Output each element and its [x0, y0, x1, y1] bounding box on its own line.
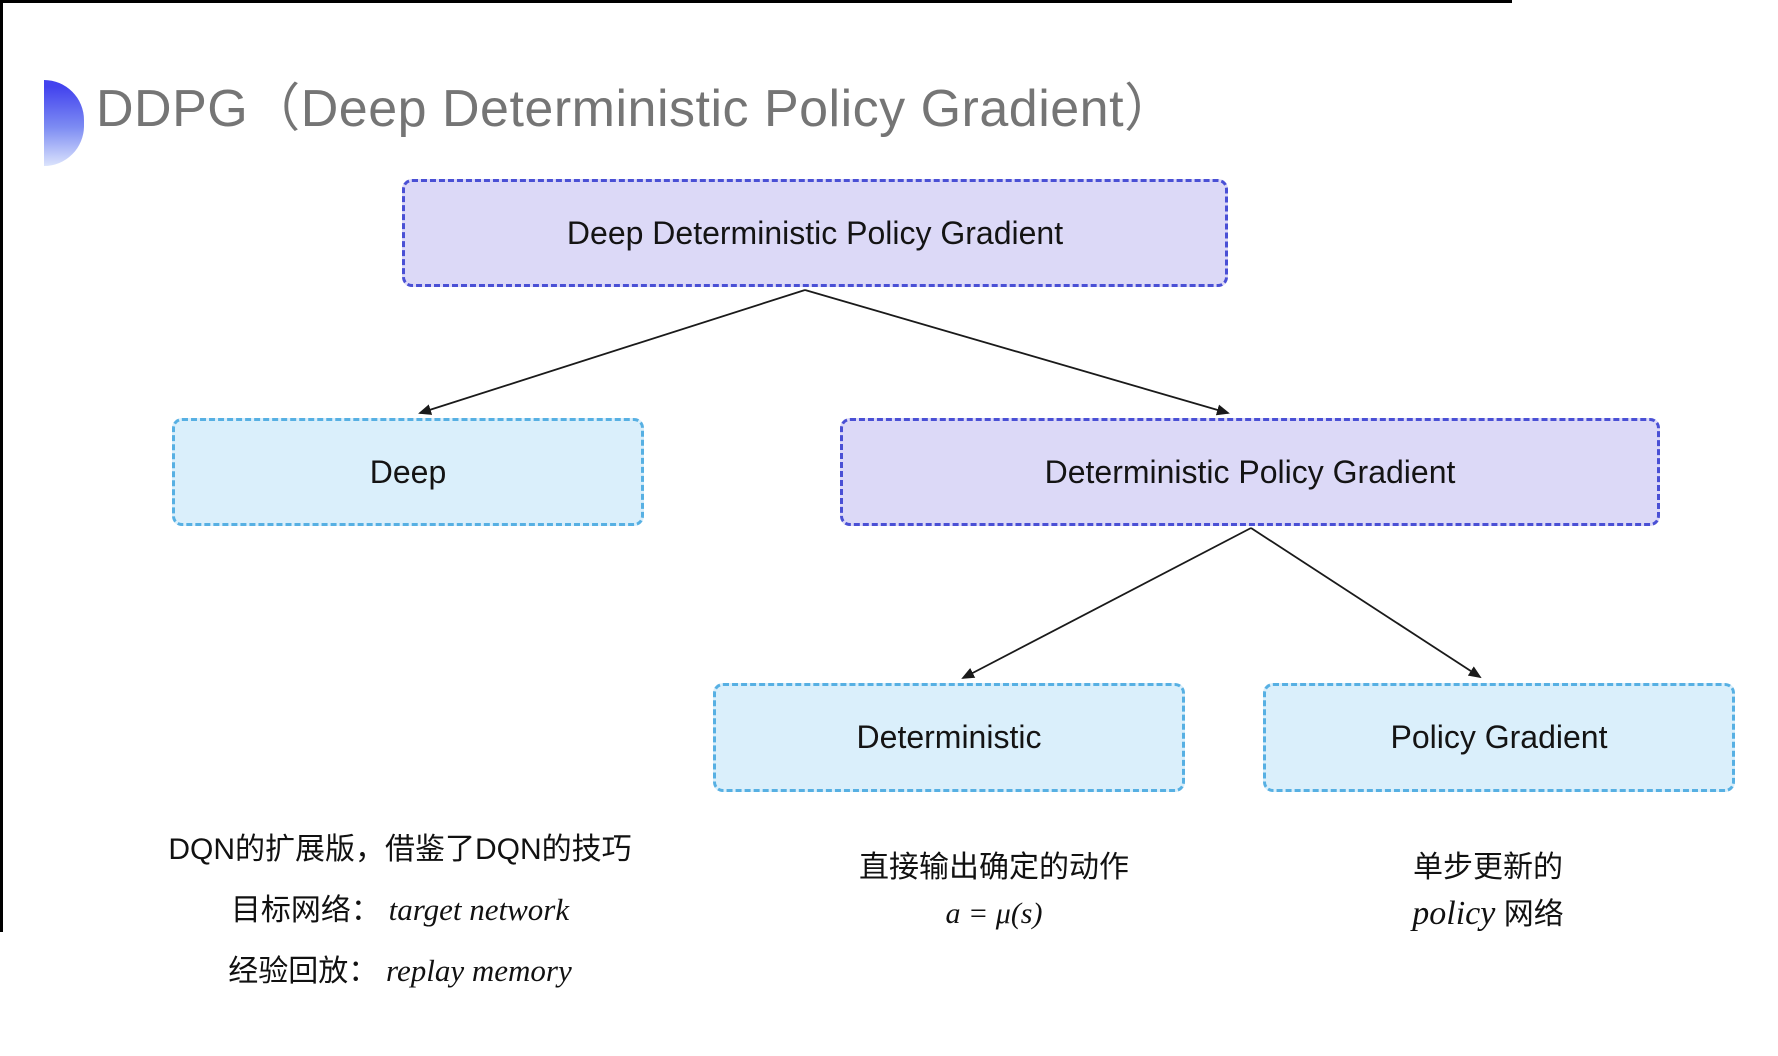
half-circle-bullet-icon: [44, 80, 84, 166]
tree-node-deterministic: Deterministic: [713, 683, 1185, 792]
tree-node-deep: Deep: [172, 418, 644, 526]
tree-node-dpg-label: Deterministic Policy Gradient: [1044, 453, 1456, 490]
tree-node-deterministic-policy-gradient: Deterministic Policy Gradient: [840, 418, 1660, 526]
note-deep-line3-math: replay memory: [378, 953, 572, 988]
note-policy-gradient: 单步更新的 policy 网络: [1412, 845, 1563, 938]
note-deep-line3: 经验回放： replay memory: [168, 941, 631, 1002]
page-title: DDPG（Deep Deterministic Policy Gradient）: [96, 80, 1177, 138]
note-deep-line2-math: target network: [380, 892, 570, 927]
note-deterministic: 直接输出确定的动作 a = μ(s): [859, 845, 1129, 937]
tree-node-deep-label: Deep: [369, 453, 447, 490]
tree-node-root-label: Deep Deterministic Policy Gradient: [566, 214, 1064, 251]
edge-dpg-to-policy-gradient: [1250, 527, 1482, 679]
note-deep-line1: DQN的扩展版，借鉴了DQN的技巧: [168, 833, 632, 866]
tree-node-policy-gradient-label: Policy Gradient: [1390, 719, 1608, 755]
note-policy-gradient-line2: policy 网络: [1412, 891, 1563, 938]
note-policy-gradient-line1: 单步更新的: [1412, 851, 1563, 884]
note-deep-line3-cjk: 经验回放：: [228, 955, 379, 988]
edge-root-to-deep: [418, 289, 806, 415]
note-deep-line2: 目标网络： target network: [168, 880, 631, 941]
edge-dpg-to-deterministic: [961, 527, 1252, 679]
note-policy-gradient-line2-math: policy: [1412, 895, 1496, 932]
left-edge-line: [0, 0, 3, 932]
edge-root-to-dpg: [804, 289, 1230, 416]
note-deep: DQN的扩展版，借鉴了DQN的技巧 目标网络： target network 经…: [168, 820, 631, 1002]
tree-node-deterministic-label: Deterministic: [856, 719, 1042, 755]
note-deep-line2-cjk: 目标网络：: [230, 894, 381, 927]
tree-node-root: Deep Deterministic Policy Gradient: [402, 179, 1228, 287]
note-deterministic-formula: a = μ(s): [945, 897, 1043, 930]
note-policy-gradient-line2-cjk: 网络: [1495, 898, 1564, 931]
note-deterministic-line1: 直接输出确定的动作: [859, 851, 1129, 884]
tree-node-policy-gradient: Policy Gradient: [1263, 683, 1735, 792]
top-edge-line: [0, 0, 1512, 3]
